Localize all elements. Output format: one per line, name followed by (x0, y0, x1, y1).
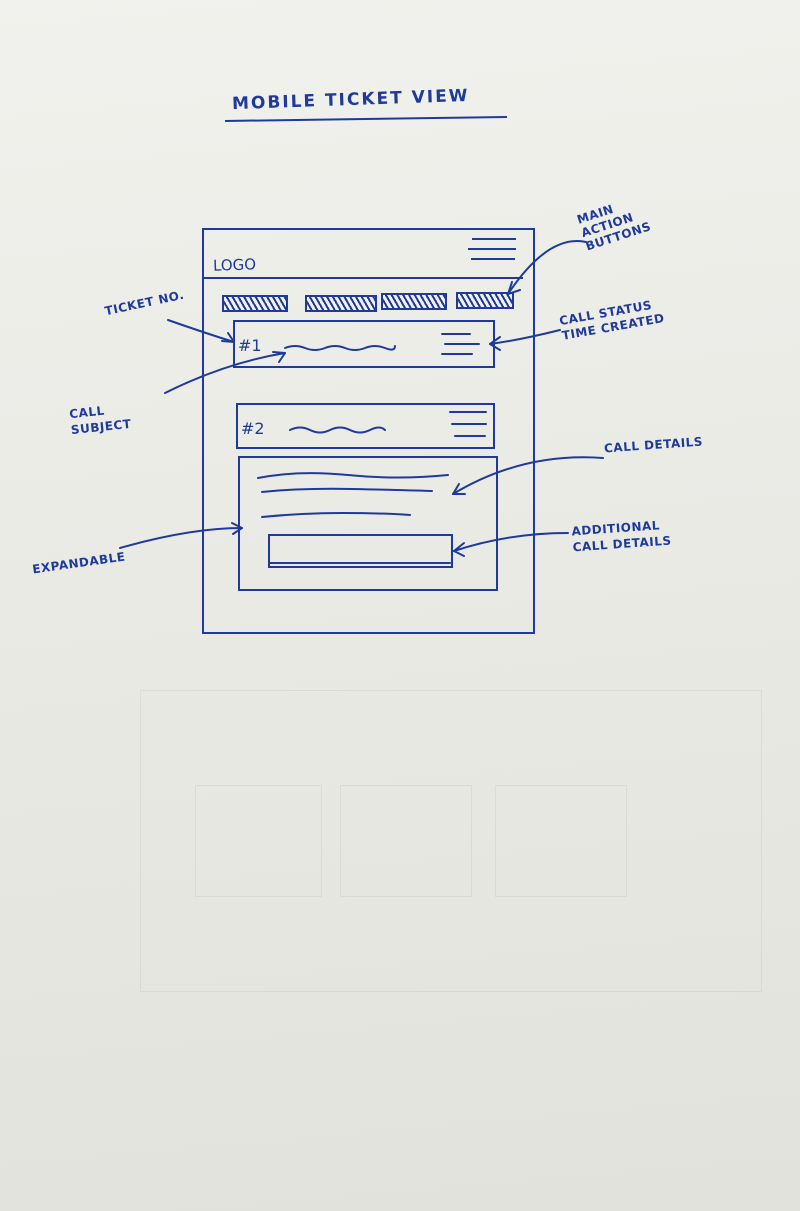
ticket-card-2[interactable] (236, 403, 495, 449)
show-through-box (340, 785, 472, 897)
ticket-number: #2 (241, 419, 265, 438)
action-button-1[interactable] (222, 295, 288, 312)
phone-frame (202, 228, 535, 634)
ticket-number: #1 (238, 336, 262, 355)
action-button-3[interactable] (381, 293, 447, 310)
expandable-panel[interactable] (238, 456, 498, 591)
show-through-box (495, 785, 627, 897)
annotation-call-subject: CALL SUBJECT (68, 403, 133, 438)
additional-details-box[interactable] (268, 534, 453, 568)
header-divider (204, 277, 523, 279)
action-button-2[interactable] (305, 295, 377, 312)
action-button-4[interactable] (456, 292, 514, 309)
show-through-box (195, 785, 322, 897)
menu-icon[interactable] (468, 236, 523, 266)
show-through-frame (140, 690, 762, 992)
